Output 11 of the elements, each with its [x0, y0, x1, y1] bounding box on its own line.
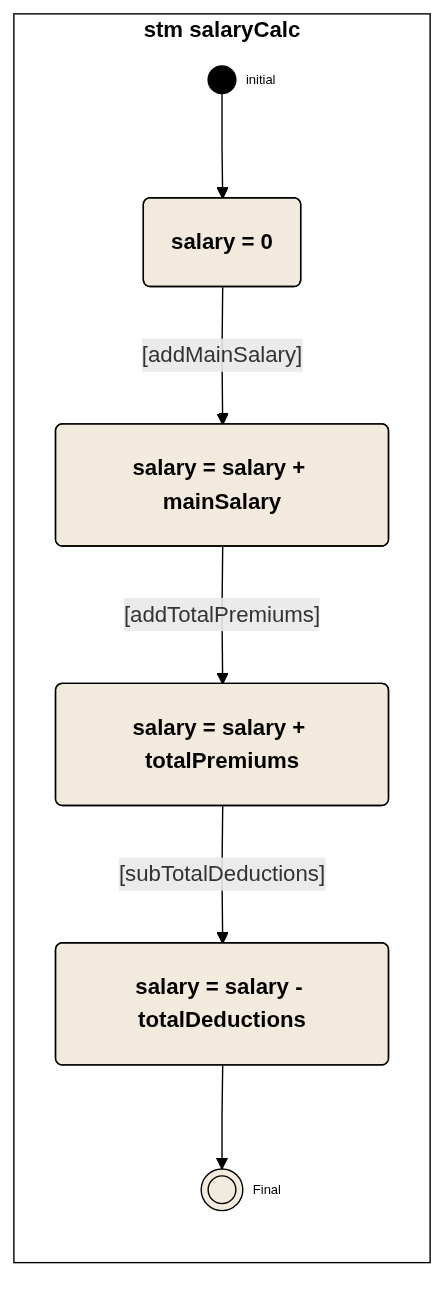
state-box: salary = salary + totalPremiums	[54, 682, 390, 807]
initial-state-circle	[207, 65, 237, 95]
state-box: salary = salary + mainSalary	[54, 423, 390, 547]
state-box: salary = 0	[142, 197, 302, 288]
arrow	[216, 92, 229, 199]
state-box: salary = salary - totalDeductions	[54, 942, 390, 1066]
edge-label: [addMainSalary]	[141, 342, 303, 367]
edge-label: [addTotalPremiums]	[123, 602, 321, 626]
final-state-circle	[200, 1168, 244, 1212]
edge-label: [subTotalDeductions]	[118, 861, 326, 886]
arrow	[215, 1064, 229, 1170]
